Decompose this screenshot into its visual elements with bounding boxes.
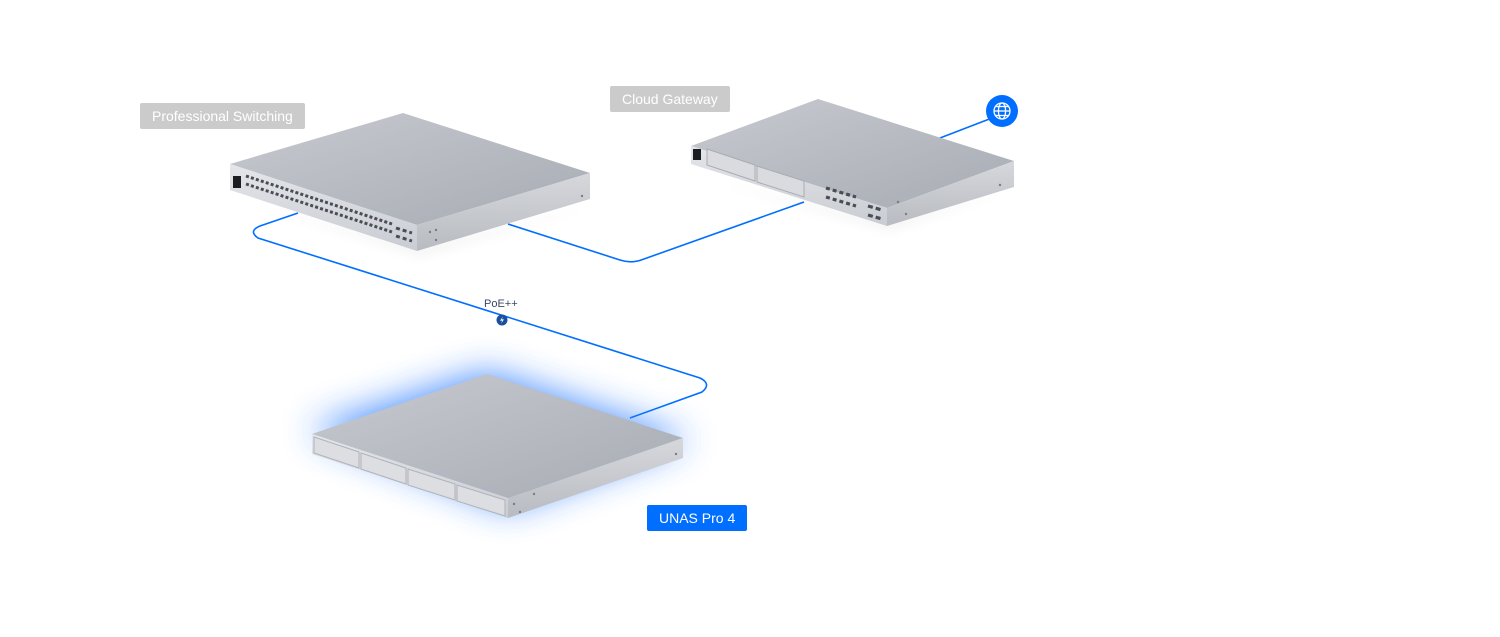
gateway-screw	[896, 200, 900, 204]
gateway-ports	[825, 186, 857, 208]
unas-drive-bay	[407, 468, 456, 501]
cloud-gateway-label: Cloud Gateway	[610, 86, 730, 112]
professional-switching-label: Professional Switching	[140, 103, 305, 129]
lightning-icon	[496, 314, 508, 326]
globe-icon	[986, 95, 1018, 127]
switch-screw	[428, 230, 432, 234]
switch-screw	[434, 228, 438, 232]
connection-lines	[252, 117, 993, 419]
link-gateway-to-internet	[939, 117, 993, 139]
unas-screw	[674, 452, 678, 456]
unas-drive-bay	[456, 484, 506, 517]
unas-screw	[518, 510, 522, 514]
unas-pro-label: UNAS Pro 4	[647, 505, 748, 531]
switch-display	[233, 176, 241, 188]
professional-switch-device	[230, 113, 600, 254]
cloud-gateway-device	[691, 99, 1014, 228]
unas-screw	[532, 492, 536, 496]
switch-sfp-ports	[395, 226, 413, 243]
gateway-display	[693, 149, 701, 160]
link-switch-to-gateway	[507, 201, 805, 263]
unas-pro-device	[312, 374, 683, 518]
gateway-screw	[904, 212, 908, 216]
switch-screw	[434, 238, 438, 242]
gateway-screw	[998, 183, 1002, 187]
unas-drive-bay	[360, 452, 407, 485]
unas-screw	[512, 502, 516, 506]
link-switch-to-unas	[252, 212, 708, 419]
unas-drive-bay	[313, 436, 360, 469]
poe-link-label: PoE++	[484, 298, 518, 310]
gateway-sfp-ports	[867, 204, 883, 221]
gateway-drive-bay	[756, 165, 805, 198]
switch-screw	[580, 194, 584, 198]
gateway-drive-bay	[706, 148, 756, 182]
